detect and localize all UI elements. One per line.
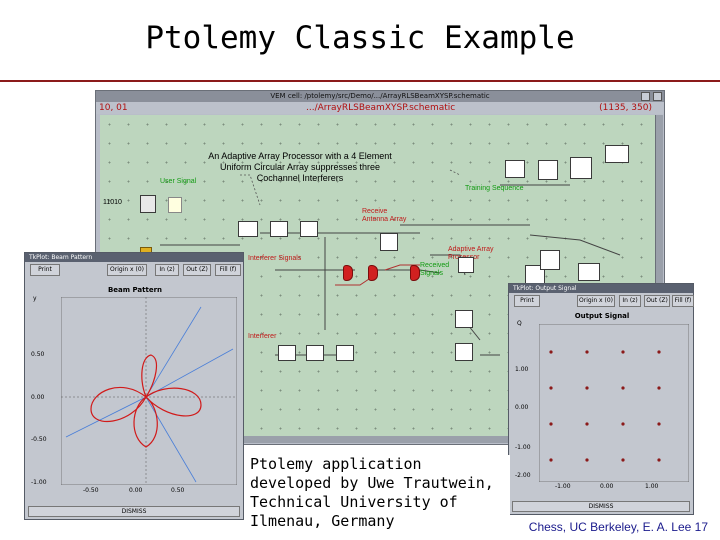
beam-origin-button[interactable]: Origin x (0) bbox=[107, 264, 147, 276]
output-x-tick: 1.00 bbox=[645, 483, 659, 490]
output-y-tick: 0.00 bbox=[515, 404, 529, 411]
constellation-points bbox=[549, 350, 661, 462]
label-bits: 11010 bbox=[103, 199, 122, 206]
schematic-annotation: An Adaptive Array Processor with a 4 Ele… bbox=[208, 151, 392, 183]
adder-block-2[interactable] bbox=[368, 265, 378, 281]
label-user-signal: User Signal bbox=[160, 178, 197, 185]
schematic-status-bar: 10, 01 .../ArrayRLSBeamXYSP.schematic (1… bbox=[96, 102, 664, 114]
status-right: (1135, 350) bbox=[599, 103, 652, 113]
label-training-sequence: Training Sequence bbox=[465, 185, 524, 192]
qam-mapper-block[interactable] bbox=[168, 197, 182, 213]
output-x-tick: -1.00 bbox=[555, 483, 571, 490]
slide-caption: Ptolemy application developed by Uwe Tra… bbox=[250, 455, 510, 531]
status-left: 10, 01 bbox=[99, 103, 128, 113]
adder-block-1[interactable] bbox=[343, 265, 353, 281]
minimize-icon[interactable] bbox=[641, 92, 650, 101]
label-adaptive-array-processor: Adaptive Array Processor bbox=[448, 246, 494, 261]
beam-pattern-plot bbox=[61, 297, 237, 485]
impulse-block-1[interactable] bbox=[270, 221, 288, 237]
ber-block[interactable] bbox=[570, 157, 592, 179]
maximize-icon[interactable] bbox=[653, 92, 662, 101]
beam-x-tick: 0.50 bbox=[171, 487, 185, 494]
slicer-block[interactable] bbox=[505, 160, 525, 178]
constellation-block[interactable] bbox=[538, 160, 558, 180]
delay-block-1[interactable] bbox=[300, 221, 318, 237]
beam-zoom-in-button[interactable]: In (z) bbox=[155, 264, 179, 276]
impulse-block-2[interactable] bbox=[306, 345, 324, 361]
output-plot-heading: Output Signal bbox=[574, 312, 630, 320]
beam-zoom-out-button[interactable]: Out (Z) bbox=[183, 264, 211, 276]
beam-y-tick: 0.00 bbox=[31, 394, 45, 401]
title-divider bbox=[0, 80, 720, 82]
output-y-tick: -2.00 bbox=[515, 472, 531, 479]
end-sink-block[interactable] bbox=[605, 145, 629, 163]
output-zoom-in-button[interactable]: In (z) bbox=[619, 295, 641, 307]
status-center: .../ArrayRLSBeamXYSP.schematic bbox=[306, 103, 456, 113]
output-origin-button[interactable]: Origin x (0) bbox=[577, 295, 615, 307]
output-signal-window[interactable]: TkPlot: Output Signal Print Origin x (0)… bbox=[508, 283, 694, 515]
bit-source-block[interactable] bbox=[140, 195, 156, 213]
delay-block-2[interactable] bbox=[336, 345, 354, 361]
beam-y-axis-label: y bbox=[33, 295, 37, 302]
label-interferer: Interferer bbox=[248, 333, 277, 340]
schematic-horizontal-scrollbar[interactable] bbox=[100, 436, 656, 443]
beam-y-tick: -0.50 bbox=[31, 436, 47, 443]
schematic-vertical-scrollbar[interactable] bbox=[655, 115, 663, 437]
filter-block-2[interactable] bbox=[278, 345, 296, 361]
display-block-3[interactable] bbox=[578, 263, 600, 281]
beam-print-button[interactable]: Print bbox=[30, 264, 60, 276]
label-received-signals: Received Signals bbox=[420, 262, 450, 277]
output-y-tick: 1.00 bbox=[515, 366, 529, 373]
beam-y-tick: -1.00 bbox=[31, 479, 47, 486]
output-dismiss-button[interactable]: DISMISS bbox=[512, 501, 690, 512]
output-toolbar: Print Origin x (0) In (z) Out (Z) Fill (… bbox=[511, 295, 694, 309]
output-signal-plot bbox=[539, 324, 689, 482]
beam-fill-button[interactable]: Fill (f) bbox=[215, 264, 241, 276]
processor-block[interactable] bbox=[458, 257, 474, 273]
beam-pattern-window[interactable]: TkPlot: Beam Pattern Print Origin x (0) … bbox=[24, 252, 244, 520]
beam-pattern-curve bbox=[90, 354, 202, 448]
output-zoom-out-button[interactable]: Out (Z) bbox=[644, 295, 670, 307]
beam-direction-lines bbox=[65, 306, 234, 483]
slide-footer: Chess, UC Berkeley, E. A. Lee 17 bbox=[528, 520, 708, 534]
slide-title: Ptolemy Classic Example bbox=[145, 20, 575, 56]
antenna-array-block[interactable] bbox=[380, 233, 398, 251]
display-block-2[interactable] bbox=[540, 250, 560, 270]
output-window-title: TkPlot: Output Signal bbox=[509, 284, 693, 293]
beam-x-tick: -0.50 bbox=[83, 487, 99, 494]
output-plot-block[interactable] bbox=[455, 343, 473, 361]
beam-toolbar: Print Origin x (0) In (z) Out (Z) Fill (… bbox=[27, 264, 241, 278]
beam-plot-heading: Beam Pattern bbox=[107, 286, 163, 294]
filter-block-1[interactable] bbox=[238, 221, 258, 237]
output-y-axis-label: Q bbox=[517, 320, 522, 327]
beam-y-tick: 0.50 bbox=[31, 351, 45, 358]
beam-window-title: TkPlot: Beam Pattern bbox=[25, 253, 243, 262]
schematic-window-title: VEM cell: /ptolemy/src/Demo/.../ArrayRLS… bbox=[96, 91, 664, 102]
label-receive-antenna-array: Receive Antenna Array bbox=[362, 208, 407, 223]
label-interferer-signals: Interferer Signals bbox=[248, 255, 302, 262]
output-y-tick: -1.00 bbox=[515, 444, 531, 451]
output-fill-button[interactable]: Fill (f) bbox=[672, 295, 694, 307]
output-x-tick: 0.00 bbox=[600, 483, 614, 490]
output-print-button[interactable]: Print bbox=[514, 295, 540, 307]
beam-dismiss-button[interactable]: DISMISS bbox=[28, 506, 240, 517]
adder-block-3[interactable] bbox=[410, 265, 420, 281]
beam-pattern-block[interactable] bbox=[455, 310, 473, 328]
beam-x-tick: 0.00 bbox=[129, 487, 143, 494]
